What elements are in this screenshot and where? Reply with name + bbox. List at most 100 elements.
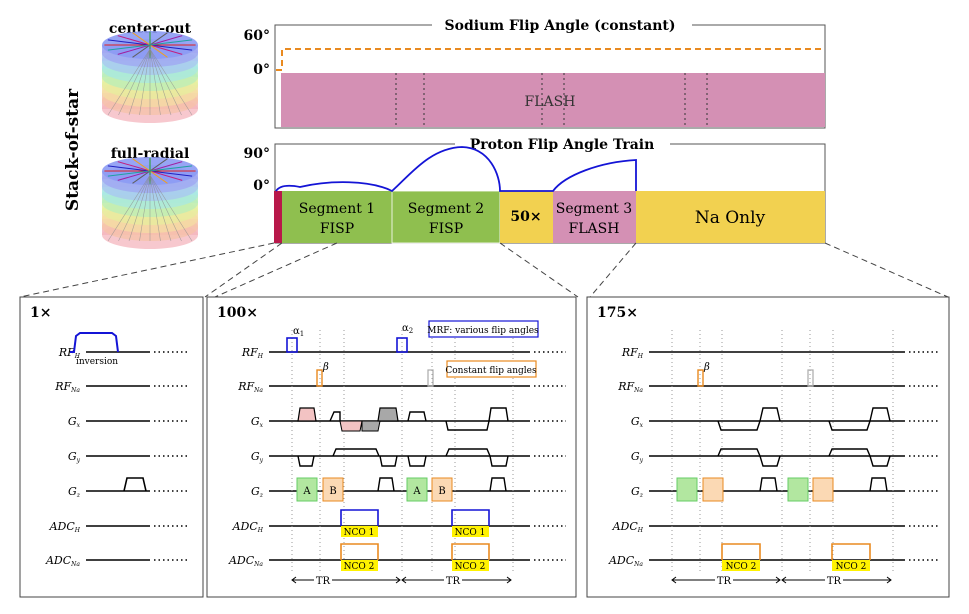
gz-block-b-2 xyxy=(431,477,453,502)
gx-dephaser-175-1 xyxy=(717,420,761,431)
gz-block-a-1 xyxy=(296,477,318,502)
channel-label-p2-1: RFNa xyxy=(617,380,643,394)
nco1-label-2: NCO 1 xyxy=(455,528,486,538)
legend-mrf-box xyxy=(428,320,539,338)
gz-spoiler-1 xyxy=(377,477,395,492)
nco2-badge-1 xyxy=(341,560,378,571)
sodium-y-bottom: 0° xyxy=(253,62,270,78)
nco1-badge-1 xyxy=(341,526,378,537)
nco2-label-175-1: NCO 2 xyxy=(726,562,757,572)
proton-title-bg xyxy=(455,134,670,154)
sodium-title-bg xyxy=(432,15,692,35)
trajectory-line xyxy=(149,48,182,116)
channel-label-p2-3: Gy xyxy=(631,450,644,464)
trajectory-line xyxy=(128,48,151,116)
segment-50x-block xyxy=(500,191,553,243)
inversion-pulse xyxy=(70,332,119,353)
gz-orange-175-2 xyxy=(812,477,834,502)
gy-readout-1 xyxy=(332,448,380,457)
gx-spoiler-2 xyxy=(407,411,427,422)
channel-label-p0-3: Gy xyxy=(68,450,81,464)
channel-label-p0-1: RFNa xyxy=(54,380,80,394)
spoiler-gradient xyxy=(123,477,147,492)
trajectory-line xyxy=(118,48,151,116)
tr-arrows-175x xyxy=(671,576,892,584)
segment-1-block xyxy=(282,191,392,243)
trajectory-line xyxy=(107,174,151,242)
nco2-badge-175-2 xyxy=(832,560,870,571)
sodium-title: Sodium Flip Angle (constant) xyxy=(445,18,676,34)
trajectory-line xyxy=(149,174,172,242)
alpha2-label: α2 xyxy=(402,323,413,335)
trajectory-line xyxy=(149,48,193,116)
nco2-badge-2 xyxy=(452,560,489,571)
gy-phase-2 xyxy=(407,455,427,467)
gy-rewind-2 xyxy=(489,455,509,467)
segment-1-sublabel: FISP xyxy=(320,221,354,237)
rf-na-pulse-beta-175 xyxy=(697,369,704,387)
segment-3-block xyxy=(553,191,636,243)
channel-label-p2-6: ADCNa xyxy=(608,554,643,568)
block-a-label-1: A xyxy=(302,486,311,497)
proton-y-top: 90° xyxy=(244,146,270,162)
tr-arrows-100x xyxy=(291,576,512,584)
na-only-block xyxy=(636,191,825,243)
channel-label-p0-5: ADCH xyxy=(49,520,81,534)
radial-spoke xyxy=(107,165,193,177)
channel-label-p0-0: RFH xyxy=(58,346,81,360)
stack-of-star-label: Stack-of-star xyxy=(63,88,83,211)
channel-label-p2-5: ADCH xyxy=(612,520,644,534)
sodium-y-top: 60° xyxy=(244,28,270,44)
gy-readout-175-2 xyxy=(828,448,871,457)
alpha1-label: α1 xyxy=(293,326,304,338)
gx-readout-175-2 xyxy=(869,407,891,422)
gx-rewinder-pink xyxy=(339,420,363,432)
trajectory-line xyxy=(149,174,193,242)
adc-na-window-1 xyxy=(340,543,379,560)
sodium-flip-angle-chart: Sodium Flip Angle (constant) 60° 0° FLAS… xyxy=(244,15,826,129)
segment-2-block xyxy=(391,190,501,244)
channel-label-p0-6: ADCNa xyxy=(45,554,80,568)
tr-label-175x-2: TR xyxy=(827,576,842,587)
panel-100x xyxy=(206,296,577,598)
segment-3-label: Segment 3 xyxy=(556,201,632,217)
gy-phase-1 xyxy=(297,455,315,467)
trajectory-line xyxy=(107,48,151,116)
nco2-label-175-2: NCO 2 xyxy=(836,562,867,572)
panel-175x-title: 175× xyxy=(597,305,638,321)
stack-of-star-section: Stack-of-star center-out full-radial xyxy=(63,21,198,249)
gx-dephaser-175-2 xyxy=(828,420,871,431)
nco2-badge-175-1 xyxy=(722,560,760,571)
panel-1x xyxy=(19,296,204,598)
nco1-label-1: NCO 1 xyxy=(344,528,375,538)
block-b-label-2: B xyxy=(438,486,445,497)
nco2-label-1: NCO 2 xyxy=(344,562,375,572)
segment-2-label: Segment 2 xyxy=(408,201,484,217)
gz-orange-175-1 xyxy=(702,477,724,502)
legend-constant-box xyxy=(446,360,537,378)
gz-spoiler-175-2 xyxy=(869,477,888,492)
panel-1x-content: inversion xyxy=(70,332,147,492)
full-radial-cylinder xyxy=(102,157,198,249)
proton-flip-angle-chart: Proton Flip Angle Train 90° 0° Segment 1… xyxy=(244,134,826,244)
gz-spoiler-2 xyxy=(489,477,507,492)
full-radial-label: full-radial xyxy=(111,146,190,162)
panel-1x-title: 1× xyxy=(30,305,51,321)
channel-label-p2-2: Gx xyxy=(631,415,644,429)
channel-label-p1-0: RFH xyxy=(241,346,264,360)
channel-label-p0-2: Gx xyxy=(68,415,81,429)
block-a-label-2: A xyxy=(412,486,421,497)
trajectory-line xyxy=(149,48,172,116)
adc-na-window-175-2 xyxy=(831,543,871,560)
rf-na-pulse-beta xyxy=(316,369,323,387)
trajectory-line xyxy=(149,174,161,242)
proton-title: Proton Flip Angle Train xyxy=(470,137,655,153)
gz-block-a-2 xyxy=(406,477,428,502)
proton-flip-angle-curve xyxy=(275,146,637,193)
tr-label-175x-1: TR xyxy=(717,576,732,587)
proton-y-bottom: 0° xyxy=(253,178,270,194)
channel-label-p1-6: ADCNa xyxy=(228,554,263,568)
inversion-label: inversion xyxy=(76,357,118,367)
gx-prephaser-1 xyxy=(297,407,317,422)
inversion-block xyxy=(274,191,282,243)
